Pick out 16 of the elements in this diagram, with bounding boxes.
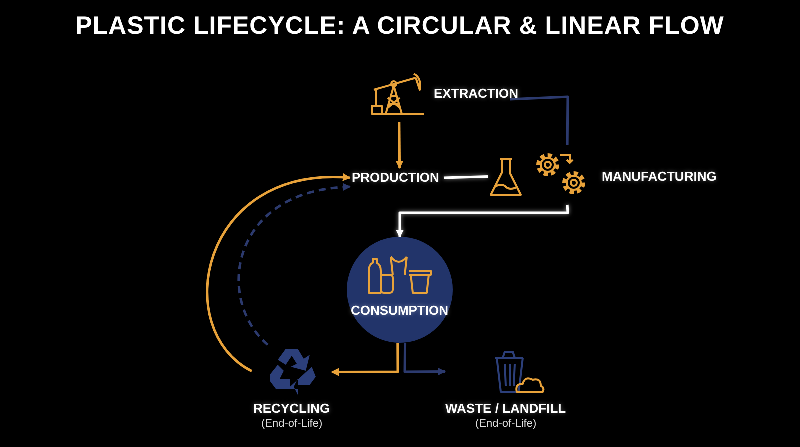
node-label: PRODUCTION	[352, 170, 440, 185]
node-sublabel: (End-of-Life)	[262, 418, 323, 430]
arrow	[404, 342, 446, 376]
connector-line	[444, 176, 488, 180]
arrow	[396, 122, 404, 169]
node-label: WASTE / LANDFILL	[446, 401, 566, 416]
node-label: MANUFACTURING	[602, 169, 717, 184]
node-label: EXTRACTION	[434, 86, 518, 101]
node-label: CONSUMPTION	[351, 303, 448, 318]
node-sublabel: (End-of-Life)	[476, 418, 537, 430]
dashed-arrow	[238, 184, 351, 346]
arrow	[206, 174, 351, 372]
arrow	[331, 343, 400, 376]
title: PLASTIC LIFECYCLE: A CIRCULAR & LINEAR FLOW	[74, 12, 726, 41]
arrow	[396, 204, 570, 238]
node-label: RECYCLING	[254, 401, 330, 416]
